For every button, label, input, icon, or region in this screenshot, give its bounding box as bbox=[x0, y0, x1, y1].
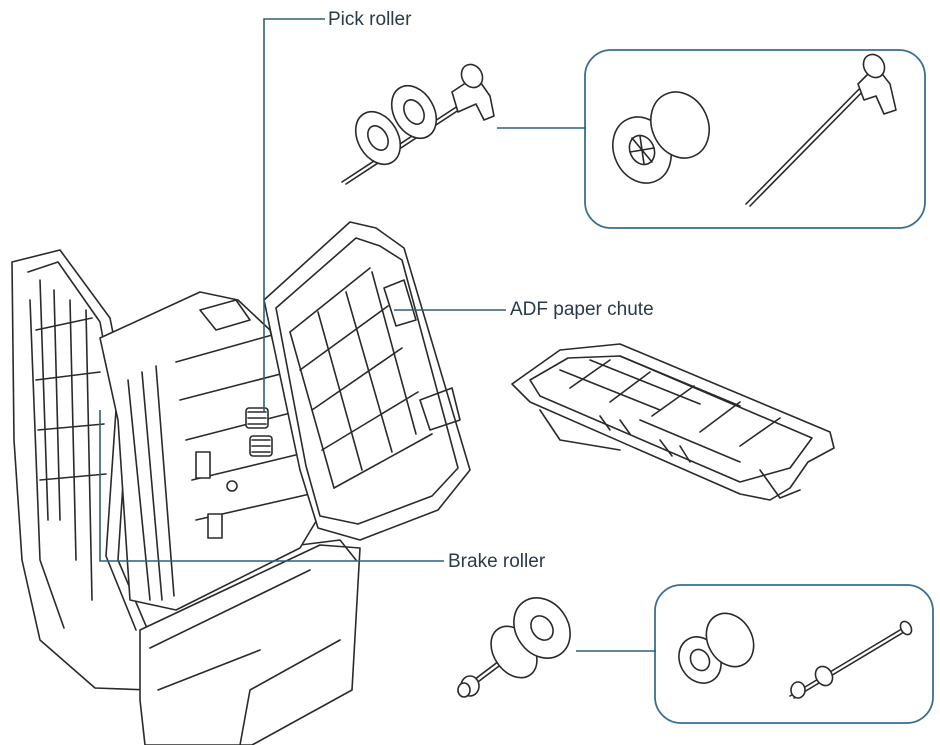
pick-roller-separated-parts bbox=[612, 53, 897, 207]
brake-roller-leader bbox=[99, 410, 444, 562]
pick-roller-callout-box bbox=[584, 49, 926, 229]
pick-roller-in-scanner bbox=[245, 407, 273, 457]
adf-paper-chute-label: ADF paper chute bbox=[510, 299, 654, 320]
callout-lines bbox=[99, 18, 656, 652]
brake-roller-label: Brake roller bbox=[448, 551, 546, 572]
scanner-illustration bbox=[11, 221, 471, 745]
pick-roller-label: Pick roller bbox=[328, 9, 412, 30]
brake-roller-callout-box bbox=[654, 584, 934, 724]
brake-roller-part bbox=[457, 597, 571, 698]
pick-roller-part bbox=[341, 63, 495, 185]
scanner-body-base bbox=[139, 544, 361, 745]
brake-roller-separated-parts bbox=[678, 612, 913, 699]
pick-roller-leader bbox=[263, 18, 325, 412]
scanner-adf-chute bbox=[263, 221, 471, 541]
adf-paper-chute-part bbox=[511, 343, 835, 501]
